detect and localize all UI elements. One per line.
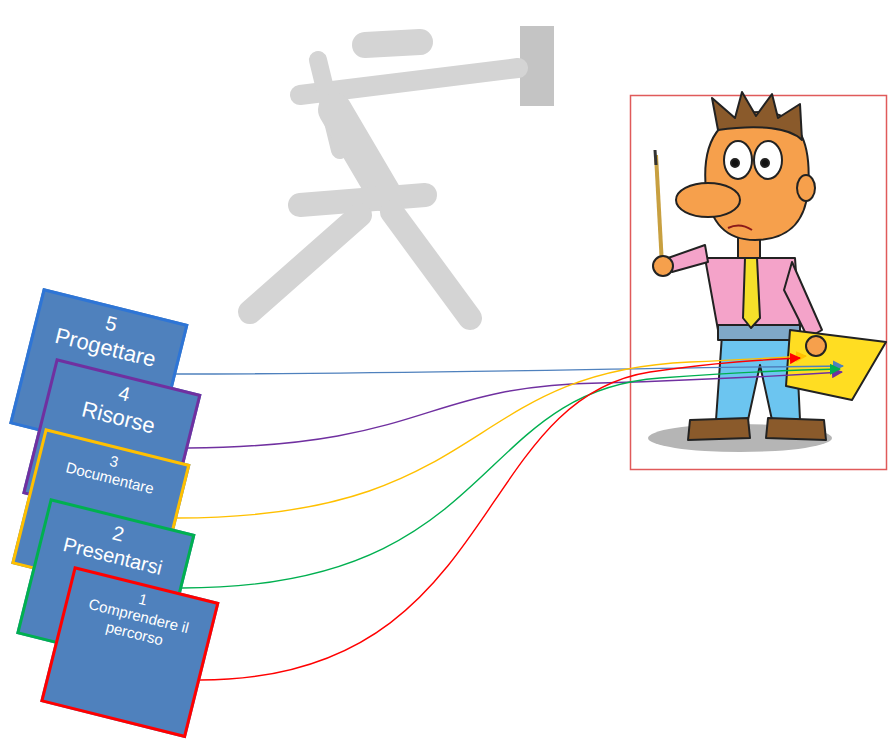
leader-arrow [177,356,806,518]
shoe [688,418,750,440]
clipboard [786,330,886,400]
teacher-frame [631,96,887,470]
fencer-torso [335,110,385,195]
eye [724,141,752,179]
fencer-right-leg [392,212,470,318]
sleeve [668,245,708,272]
pointer-tip [655,150,656,165]
nose [676,183,740,217]
teacher-cartoon [648,92,886,452]
pointer-stick [656,155,662,265]
fencer-left-leg [250,215,360,312]
watermark-ground [200,8,556,328]
hair [712,92,802,140]
leader-arrow [188,372,842,448]
hand [806,336,826,356]
step-card: 1Comprendere il percorso [40,566,219,738]
fencer-head [365,42,420,45]
pupil [761,159,769,167]
tie [743,258,760,328]
step-title: Comprendere il percorso [79,594,194,654]
leader-arrow [200,358,800,680]
fencer-watermark [200,8,556,328]
eye [754,141,782,179]
ear [797,175,815,201]
leader-arrow [182,369,840,588]
belt [718,325,800,340]
leader-lines [176,356,843,680]
hand [653,256,673,276]
shoe [766,418,826,440]
mouth [728,225,752,230]
sleeve [784,262,822,338]
pupil [731,159,739,167]
